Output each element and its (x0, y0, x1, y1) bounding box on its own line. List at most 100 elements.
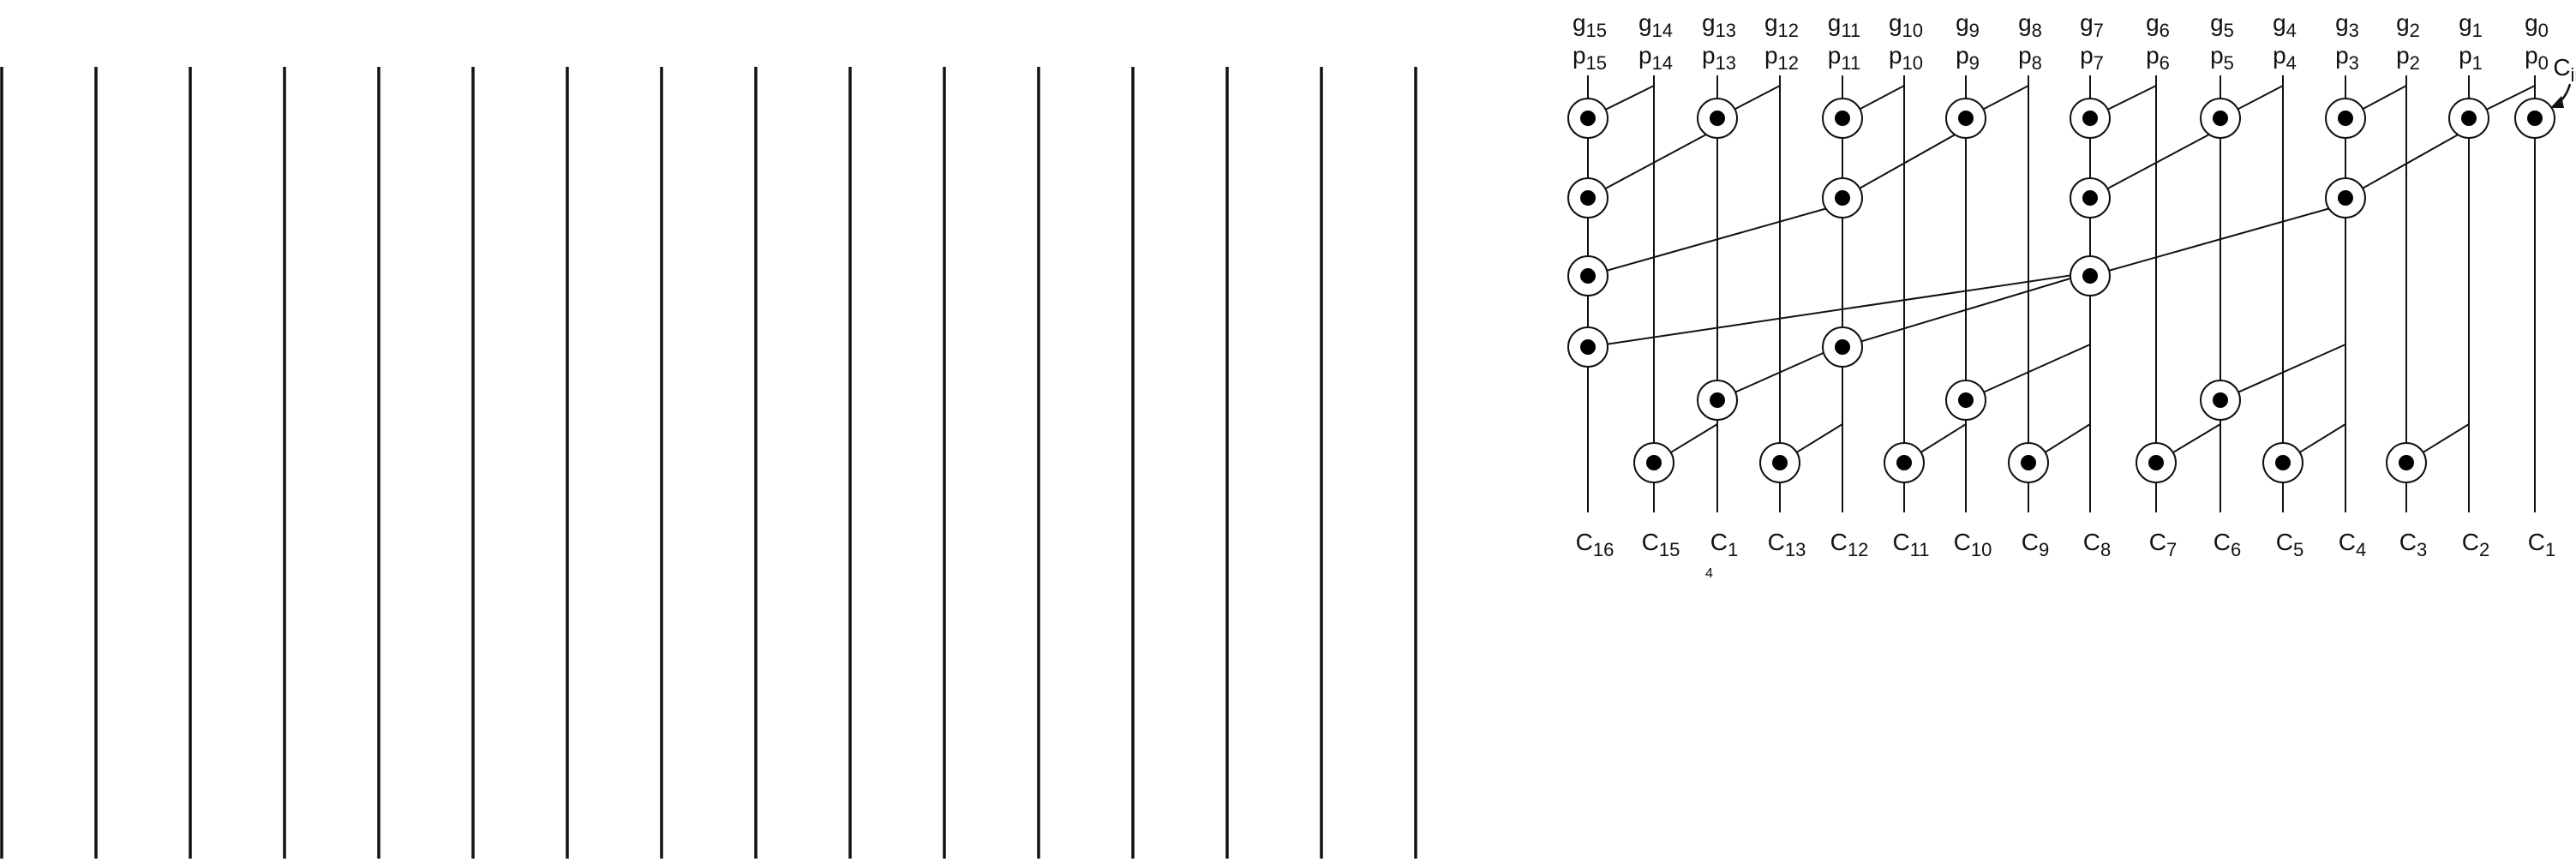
carry-label-10: C11 (1892, 529, 1929, 560)
prefix-node (1945, 98, 1986, 139)
propagate-label-2: p2 (2396, 42, 2420, 74)
prefix-node (2386, 442, 2427, 483)
link-wire (1858, 128, 1967, 190)
link-wire (2361, 85, 2407, 111)
prefix-node (1567, 98, 1609, 139)
link-wire (1669, 423, 1718, 454)
link-wire (2044, 423, 2091, 454)
link-wire (1920, 423, 1967, 454)
link-wire (2361, 128, 2470, 190)
propagate-label-4: p4 (2273, 42, 2297, 74)
link-wire (2237, 85, 2284, 111)
carry-label-2: C3 (2399, 529, 2427, 560)
prefix-nodes (1567, 98, 2555, 483)
prefix-node (1697, 380, 1738, 421)
node-dot (1835, 190, 1850, 206)
generate-label-6: g6 (2146, 9, 2170, 41)
carry-label-14: C15 (1642, 529, 1680, 560)
carry-label-7: C8 (2083, 529, 2111, 560)
propagate-label-6: p6 (2146, 42, 2170, 74)
link-wire (2298, 423, 2346, 454)
propagate-label-12: p12 (1764, 42, 1799, 74)
link-wire (1860, 272, 2091, 343)
node-dot (2021, 455, 2036, 470)
link-wire (1605, 203, 1843, 272)
link-wire (2172, 423, 2221, 454)
propagate-label-13: p13 (1702, 42, 1736, 74)
prefix-node (2070, 255, 2111, 296)
carry-label-0: C1 (2528, 529, 2555, 560)
carry-label-4: C5 (2276, 529, 2303, 560)
link-wire (1734, 85, 1781, 111)
generate-label-1: g1 (2459, 9, 2483, 41)
prefix-node (1567, 326, 1609, 368)
propagate-label-5: p5 (2210, 42, 2234, 74)
prefix-node (1822, 177, 1863, 218)
link-wire (1982, 344, 2091, 393)
cin-arrowhead (2550, 96, 2564, 108)
node-dot (1710, 111, 1725, 126)
link-wire (2107, 203, 2346, 272)
generate-label-3: g3 (2335, 9, 2359, 41)
node-dot (2082, 268, 2098, 284)
propagate-label-1: p1 (2459, 42, 2483, 74)
generate-label-2: g2 (2396, 9, 2420, 41)
link-wire (2422, 423, 2470, 454)
prefix-node (2070, 177, 2111, 218)
generate-label-9: g9 (1956, 9, 1980, 41)
signal-labels: g15p15C16g14p14C15g13p13C14g12p12C13g11p… (1573, 9, 2555, 581)
prefix-node (2008, 442, 2049, 483)
prefix-node (1759, 442, 1800, 483)
node-dot (1772, 455, 1788, 470)
node-dot (2148, 455, 2164, 470)
link-wire (1606, 272, 2091, 345)
generate-label-12: g12 (1764, 9, 1799, 41)
link-wire (2106, 85, 2157, 111)
prefix-node (1633, 442, 1674, 483)
propagate-label-11: p11 (1828, 42, 1860, 74)
propagate-label-3: p3 (2335, 42, 2359, 74)
carry-in-marker: Cin (2550, 54, 2576, 108)
node-dot (2399, 455, 2414, 470)
prefix-node (2514, 98, 2555, 139)
node-dot (2527, 111, 2543, 126)
prefix-node (1822, 326, 1863, 368)
carry-label-6: C7 (2149, 529, 2177, 560)
generate-label-13: g13 (1702, 9, 1736, 41)
cin-label: Cin (2553, 54, 2576, 86)
node-dot (1710, 392, 1725, 408)
propagate-label-9: p9 (1956, 42, 1980, 74)
propagate-label-14: p14 (1638, 42, 1673, 74)
node-dot (1580, 111, 1596, 126)
carry-wires (1587, 75, 2536, 512)
node-dot (2082, 190, 2098, 206)
node-dot (1646, 455, 1662, 470)
prefix-node (1567, 177, 1609, 218)
node-dot (1896, 455, 1912, 470)
carry-label-note: 4 (1705, 566, 1713, 581)
generate-label-10: g10 (1889, 9, 1923, 41)
carry-label-11: C12 (1830, 529, 1869, 560)
link-wire (2237, 344, 2346, 393)
generate-label-7: g7 (2080, 9, 2104, 41)
node-dot (2213, 111, 2228, 126)
link-wire (1603, 128, 1718, 190)
generate-label-8: g8 (2018, 9, 2042, 41)
node-dot (1958, 111, 1974, 126)
prefix-node (2200, 98, 2241, 139)
propagate-label-8: p8 (2018, 42, 2042, 74)
left-vertical-lines (0, 67, 1417, 859)
prefix-node (1884, 442, 1925, 483)
node-dot (1835, 111, 1850, 126)
node-dot (1580, 190, 1596, 206)
generate-label-4: g4 (2273, 9, 2297, 41)
carry-label-8: C9 (2022, 529, 2049, 560)
prefix-node (2325, 98, 2366, 139)
prefix-node (2070, 98, 2111, 139)
node-dot (2338, 190, 2353, 206)
prefix-node (2262, 442, 2303, 483)
generate-label-11: g11 (1828, 9, 1860, 41)
carry-label-13: C1 (1710, 529, 1738, 560)
prefix-node (1945, 380, 1986, 421)
